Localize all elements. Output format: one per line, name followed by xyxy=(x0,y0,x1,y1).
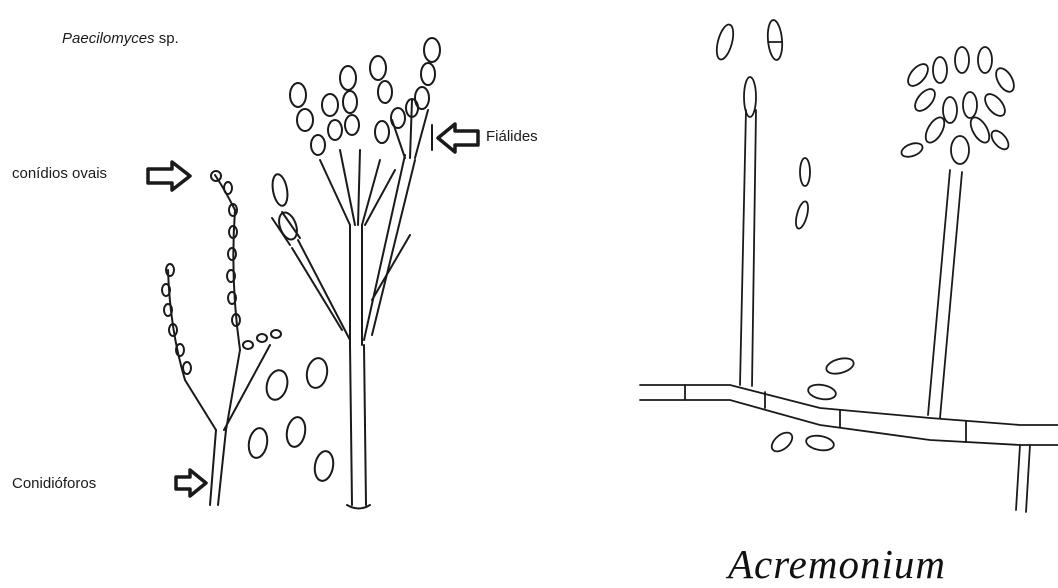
conidia-chain-dots xyxy=(162,171,281,374)
conidial-head xyxy=(900,47,1018,164)
metula-central xyxy=(350,225,362,345)
hypha-upper xyxy=(640,385,1058,425)
conidia-chains xyxy=(290,38,440,155)
label-conidiophore: Conidióforos xyxy=(12,475,96,492)
arrow-right-icon xyxy=(148,162,190,190)
metula-right xyxy=(364,155,415,340)
loose-conidia xyxy=(247,356,336,482)
label-phialides: Fiálides xyxy=(486,128,538,145)
paecilomyces-drawing xyxy=(0,0,600,585)
figure-title-acremonium: Acremonium xyxy=(728,540,946,588)
acremonium-illustration: Acremonium xyxy=(600,0,1058,585)
paecilomyces-illustration: Paecilomyces sp. conídios ovais Fiálides… xyxy=(0,0,600,585)
phialide-right xyxy=(928,170,962,418)
figure-title-paecilomyces: Paecilomyces sp. xyxy=(62,30,179,47)
arrow-right-icon xyxy=(176,470,206,496)
label-conidia: conídios ovais xyxy=(12,165,107,182)
phialide-left xyxy=(740,110,756,386)
metula-left xyxy=(292,240,350,340)
conidiophore-left xyxy=(210,430,226,505)
acremonium-drawing xyxy=(600,0,1058,585)
conidiophore-stalk xyxy=(350,345,366,505)
arrow-left-icon xyxy=(438,124,478,152)
